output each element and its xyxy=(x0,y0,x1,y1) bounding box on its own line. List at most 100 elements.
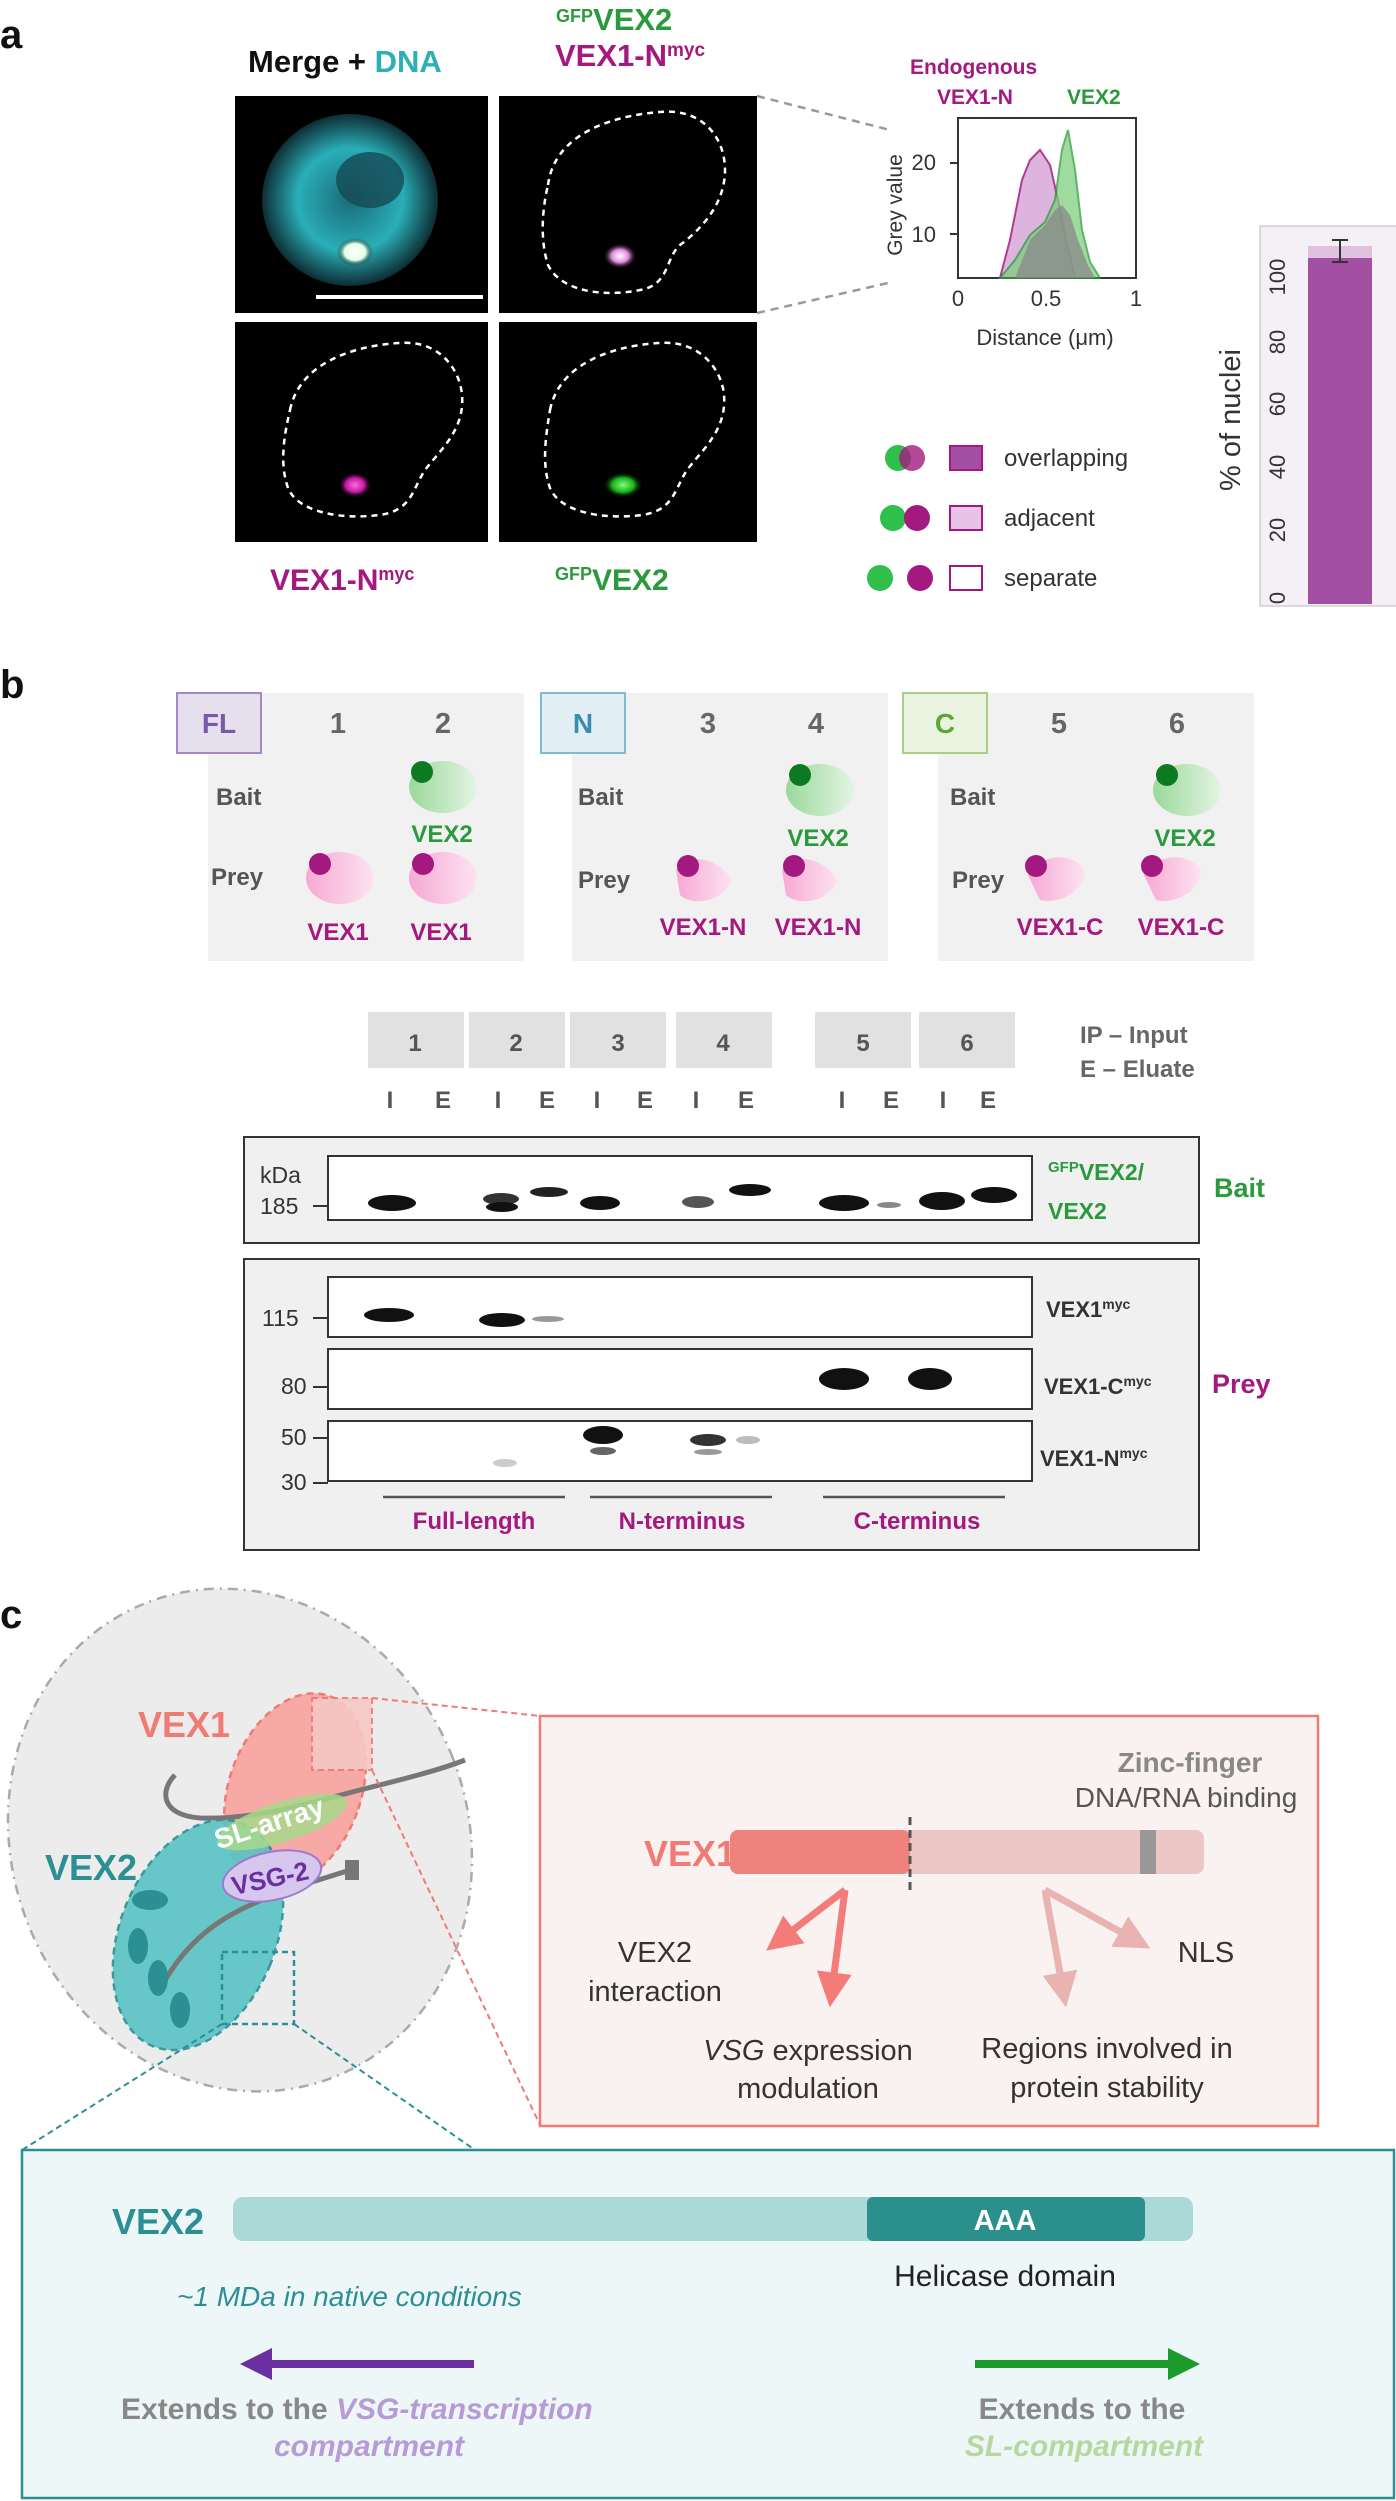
bait-label-n: Bait xyxy=(578,784,623,811)
blot-lane-2: 2 xyxy=(509,1030,522,1057)
ie-3i: I xyxy=(594,1087,601,1114)
blot-label-vex1myc: VEX1myc xyxy=(1046,1296,1131,1322)
ie-6i: I xyxy=(940,1087,947,1114)
blot-lane-1: 1 xyxy=(408,1030,421,1057)
prey-label-c: Prey xyxy=(952,867,1005,894)
prey-label-fl: Prey xyxy=(211,864,264,891)
panel-letter-b: b xyxy=(0,663,24,707)
lane-header: 1 2 3 4 5 6 I E I E I E I E I E I E IP –… xyxy=(368,1012,1195,1114)
prey-blots: 115 80 50 30 VEX1myc VEX1-Cmyc VEX1-Nmyc… xyxy=(243,1258,1271,1551)
blot-lane-3: 3 xyxy=(611,1030,624,1057)
vex1-n-terminal-region xyxy=(730,1830,910,1874)
bottom-c-terminus: C-terminus xyxy=(854,1508,981,1535)
arrow-vex2-interaction xyxy=(766,1887,848,1951)
blot-lane-4: 4 xyxy=(716,1030,730,1057)
lane-label-2: 2 xyxy=(435,708,451,740)
extends-left-line2: compartment xyxy=(274,2430,466,2463)
vex2-bar-label: VEX2 xyxy=(112,2201,204,2242)
blot-vex1n-myc xyxy=(327,1420,1033,1482)
ip-input-label: IP – Input xyxy=(1080,1022,1188,1049)
arrow-right-head xyxy=(1168,2348,1200,2380)
stability-line2: protein stability xyxy=(1010,2072,1204,2104)
profile-legend-vex1n: VEX1-N xyxy=(937,86,1013,109)
group-tag-fl: FL xyxy=(202,708,236,739)
prey-label-n: Prey xyxy=(578,867,631,894)
vsg-expression-line1: VSG expression xyxy=(703,2035,913,2067)
lane-label-3: 3 xyxy=(700,708,716,740)
ie-4i: I xyxy=(693,1087,700,1114)
ie-5i: I xyxy=(839,1087,846,1114)
panel-letter-c: c xyxy=(0,1593,22,1637)
extends-left-line1: Extends to the VSG-transcription xyxy=(121,2393,593,2426)
bar-ytick-40: 40 xyxy=(1265,455,1290,479)
blot-lane-5: 5 xyxy=(856,1030,869,1057)
vex1-zoom-box xyxy=(311,1697,373,1771)
bait-label-fl: Bait xyxy=(216,784,261,811)
micrograph-gfp-vex2 xyxy=(499,322,757,542)
ie-5e: E xyxy=(883,1087,899,1114)
e-eluate-label: E – Eluate xyxy=(1080,1056,1195,1083)
bottom-full-length: Full-length xyxy=(413,1508,536,1535)
arrow-vsg-modulation xyxy=(816,1889,852,2008)
ie-2e: E xyxy=(539,1087,555,1114)
ie-1i: I xyxy=(387,1087,394,1114)
prey-side-label: Prey xyxy=(1212,1369,1271,1399)
zoom-line-bottom xyxy=(756,281,889,315)
prey-vex1c-lane6: VEX1-C xyxy=(1138,914,1225,941)
profile-xtick-0: 0 xyxy=(952,286,964,311)
mw-185: 185 xyxy=(260,1193,298,1219)
prey-vex1n-lane3: VEX1-N xyxy=(660,914,747,941)
nls-label: NLS xyxy=(1178,1937,1234,1969)
bait-vex2-n: VEX2 xyxy=(787,825,848,852)
lane-label-5: 5 xyxy=(1051,708,1067,740)
vex2-interaction-line2: interaction xyxy=(588,1976,722,2008)
profile-xtick-1: 1 xyxy=(1130,286,1142,311)
profile-legend-vex2: VEX2 xyxy=(1067,86,1121,109)
bar-ytick-20: 20 xyxy=(1265,518,1290,542)
micrograph-vex1n xyxy=(235,322,488,542)
lane-label-1: 1 xyxy=(330,708,346,740)
profile-ytick-20: 20 xyxy=(912,150,936,175)
vex1-bar-label: VEX1 xyxy=(644,1833,736,1874)
legend-dot-magenta xyxy=(899,445,925,471)
blot-label-vex1cmyc: VEX1-Cmyc xyxy=(1044,1373,1152,1399)
bar-ytick-80: 80 xyxy=(1265,330,1290,354)
bait-side-label: Bait xyxy=(1214,1173,1265,1203)
micrograph-merge xyxy=(235,96,488,313)
blot-lane-6: 6 xyxy=(960,1030,973,1057)
aaa-label: AAA xyxy=(974,2205,1037,2237)
micrograph-gfp-vex2-vex1n xyxy=(499,96,757,313)
vex2-zoom-box xyxy=(220,1950,296,2026)
arrow-left-head xyxy=(240,2348,272,2380)
vsg-expression-line2: modulation xyxy=(737,2073,879,2105)
yeast2hybrid-group-n: N 3 4 Bait Prey VEX2 VEX1-N VEX1-N xyxy=(540,692,888,961)
mw-80: 80 xyxy=(281,1373,307,1399)
zinc-finger-domain xyxy=(1140,1830,1156,1874)
lane-label-6: 6 xyxy=(1169,708,1185,740)
prey-vex1n-lane4: VEX1-N xyxy=(775,914,862,941)
bar-overlapping xyxy=(1308,258,1372,604)
legend-swatch-separate xyxy=(949,565,983,591)
helicase-domain-label: Helicase domain xyxy=(894,2260,1116,2293)
legend-swatch-overlapping xyxy=(949,445,983,471)
label-gfp-vex2-bottom: GFPVEX2 xyxy=(555,564,669,597)
lane-label-4: 4 xyxy=(808,708,824,740)
bait-blot-label-line1: GFPVEX2/ xyxy=(1048,1159,1145,1185)
bait-blot-label-line2: VEX2 xyxy=(1048,1198,1107,1224)
vex1-domain-box: Zinc-finger DNA/RNA binding VEX1 VEX2 in… xyxy=(538,1714,1320,2128)
blot-vex1-myc xyxy=(327,1276,1033,1338)
ie-2i: I xyxy=(495,1087,502,1114)
prey-vex1-lane2: VEX1 xyxy=(410,919,471,946)
bar-ytick-0: 0 xyxy=(1265,592,1290,604)
ie-1e: E xyxy=(435,1087,451,1114)
vex1-diagram-label: VEX1 xyxy=(138,1704,230,1745)
kda-label: kDa xyxy=(260,1162,301,1188)
bait-blot: kDa 185 GFPVEX2/ VEX2 Bait xyxy=(243,1136,1265,1244)
nuclei-bar-chart: 0 20 40 60 80 100 % of nuclei xyxy=(1215,225,1396,607)
blot-label-vex1nmyc: VEX1-Nmyc xyxy=(1040,1445,1148,1471)
group-tag-c: C xyxy=(935,708,955,739)
mw-50: 50 xyxy=(281,1424,307,1450)
mw-115: 115 xyxy=(262,1305,299,1331)
label-merge: Merge + DNA xyxy=(248,44,442,79)
